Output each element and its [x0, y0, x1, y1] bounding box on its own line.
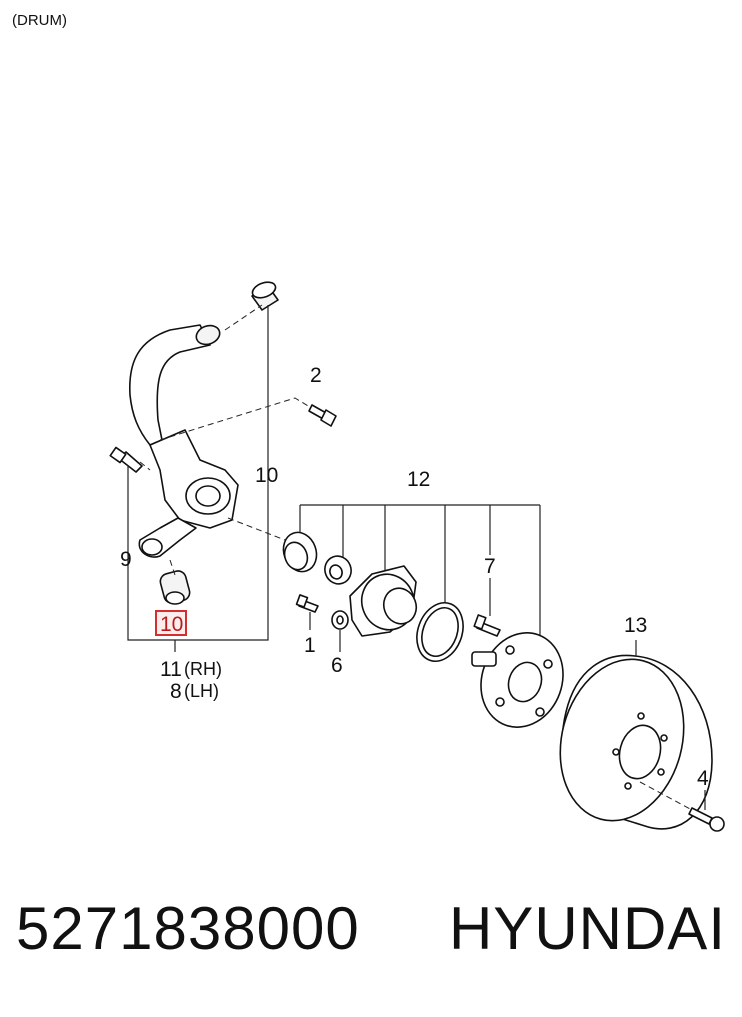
- brake-drum: [559, 640, 713, 830]
- callout-1: 1: [304, 634, 316, 657]
- o-ring: [416, 602, 464, 662]
- hub-nut: [324, 555, 352, 585]
- callout-6: 6: [331, 654, 343, 677]
- part-number: 5271838000: [16, 895, 360, 962]
- hub-cap: [282, 531, 318, 573]
- exploded-parts-diagram: 2 10 9 12 7 1 6 13 4 10 11 (RH) 8 (LH): [109, 281, 725, 832]
- label-rh: (RH): [184, 659, 222, 679]
- knuckle-assembly: [109, 281, 279, 605]
- bolt-part-4: [639, 781, 725, 832]
- callout-8: 8: [170, 680, 182, 703]
- callout-7: 7: [484, 555, 496, 578]
- callout-12: 12: [407, 468, 430, 491]
- callout-2: 2: [310, 364, 322, 387]
- callout-10-highlight: 10: [160, 613, 183, 636]
- callout-10-knuckle: 10: [255, 464, 278, 487]
- hub-bearing: [349, 565, 418, 637]
- brand-name: HYUNDAI: [448, 895, 726, 962]
- wheel-stud-part-7: [473, 614, 501, 637]
- hub-flange: [471, 632, 564, 728]
- callout-13: 13: [624, 614, 647, 637]
- callout-4: 4: [697, 767, 709, 790]
- callout-9: 9: [120, 548, 132, 571]
- label-lh: (LH): [184, 681, 219, 701]
- washer-part-6: [331, 610, 349, 630]
- bolt-part-1: [295, 594, 319, 613]
- callout-11: 11: [160, 658, 182, 681]
- variant-label: (DRUM): [12, 12, 67, 29]
- bolt-part-2: [308, 404, 337, 427]
- highlight-box: [155, 610, 187, 636]
